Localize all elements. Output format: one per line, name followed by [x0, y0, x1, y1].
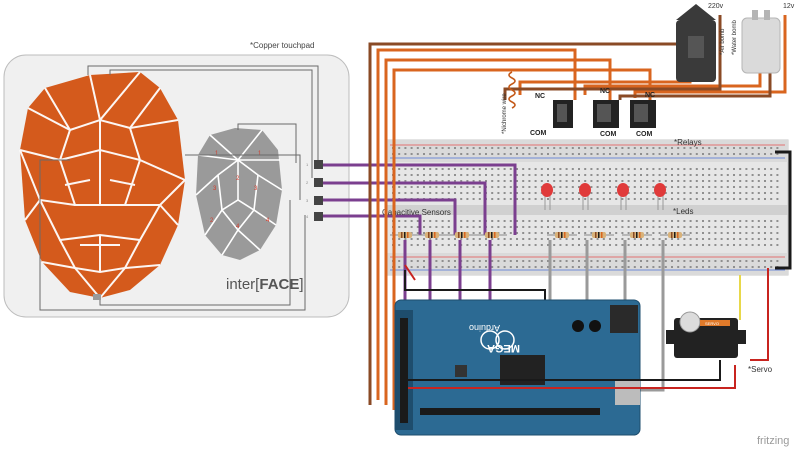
relay-com-label: COM: [636, 131, 653, 138]
nichrome-wire-label: *Nichrome wire: [502, 93, 508, 134]
led-icon: [541, 183, 553, 210]
servo-label: *Servo: [748, 365, 773, 374]
pad-number: 2: [210, 218, 214, 224]
capacitive-sensors-label: Capacitive Sensors: [382, 208, 451, 217]
orange-face-icon: [19, 71, 186, 300]
ground-wire: [404, 270, 546, 305]
nichrome-coil-icon: [508, 71, 516, 109]
voltage-12-label: 12v: [783, 3, 795, 10]
relay-group: NC COM NC COM NC COM: [530, 88, 656, 138]
servo-brand-label: SERVO: [705, 321, 719, 326]
water-bomb-icon: [741, 10, 781, 74]
pad-number: 1: [215, 151, 219, 157]
svg-text:4: 4: [306, 214, 309, 219]
relay-com-label: COM: [530, 130, 547, 137]
pad-number: 1: [258, 151, 262, 157]
relay-nc-label: NC: [600, 88, 610, 95]
relays-label: *Relays: [674, 138, 702, 147]
air-bomb-label: *Air bomb: [720, 28, 726, 55]
arduino-model-label: MEGA: [487, 342, 520, 354]
pad-number: 2: [236, 176, 240, 182]
pad-number: 4: [236, 224, 240, 230]
pad-number: 3: [213, 186, 217, 192]
grey-face-icon: 1 1 3 3 2 4 2 4: [195, 128, 283, 260]
voltage-220-label: 220v: [708, 3, 724, 10]
servo-icon: SERVO: [666, 311, 746, 358]
relay-icon: NC COM: [593, 88, 619, 138]
relay-icon: NC COM: [630, 92, 656, 138]
led-icon: [579, 183, 591, 210]
touchpad-connectors: [314, 160, 323, 221]
air-bomb-icon: [676, 4, 716, 82]
relay-nc-label: NC: [535, 93, 545, 100]
svg-text:2: 2: [306, 180, 309, 185]
pad-number: 3: [254, 186, 258, 192]
servo-power-wire: [408, 365, 736, 389]
relay-nc-label: NC: [645, 92, 655, 99]
svg-text:3: 3: [306, 198, 309, 203]
copper-touchpad-label: *Copper touchpad: [250, 41, 315, 50]
touchpad-leads: [39, 65, 319, 311]
relay-icon: NC COM: [530, 93, 573, 137]
fritzing-watermark: fritzing: [757, 435, 789, 447]
led-icon: [654, 183, 666, 210]
relay-com-label: COM: [600, 131, 617, 138]
breadboard-holes: [392, 147, 779, 268]
led-icon: [617, 183, 629, 210]
led-group: [541, 183, 666, 210]
svg-text:1: 1: [306, 162, 309, 167]
arduino-mega-board: Arduino MEGA: [394, 299, 641, 436]
leds-label: *Leds: [673, 207, 693, 216]
ground-rail-wire: [775, 150, 792, 270]
water-bomb-label: *Water bomb: [732, 20, 738, 55]
pad-number: 4: [266, 218, 270, 224]
arduino-brand-label: Arduino: [469, 323, 500, 333]
resistor-row: [390, 232, 690, 238]
interface-logo: inter[FACE]: [226, 276, 304, 293]
